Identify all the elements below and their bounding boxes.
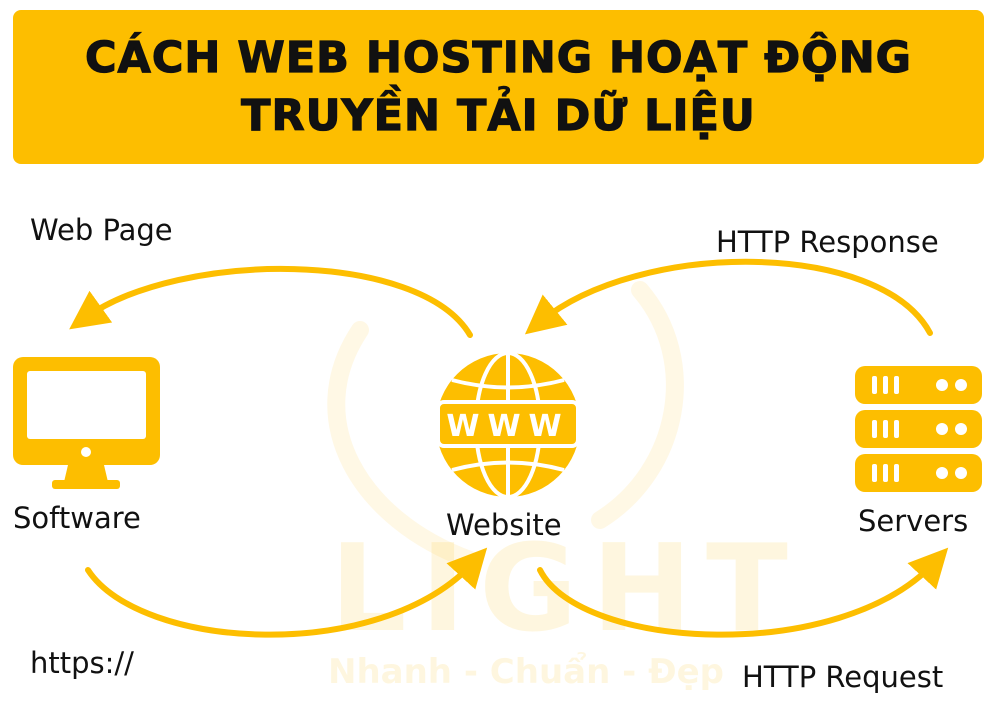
label-http-response: HTTP Response [716,225,939,259]
arrow-http-response [524,258,933,336]
title-line-2: TRUYỀN TẢI DỮ LIỆU [241,90,756,141]
label-website: Website [446,508,562,542]
arrow-http-request [537,547,949,638]
title-banner: CÁCH WEB HOSTING HOẠT ĐỘNG TRUYỀN TẢI DỮ… [13,10,984,164]
arrow-web-page [69,266,473,338]
label-software: Software [13,501,141,535]
label-servers: Servers [858,504,969,538]
globe-www-text: WWW [446,409,569,444]
server-unit-2 [855,410,982,448]
server-unit-3 [855,454,982,492]
globe-www-icon: WWW [436,351,580,499]
watermark-slogan: Nhanh - Chuẩn - Đẹp [328,652,724,692]
label-http-request: HTTP Request [742,660,944,694]
arrow-https [85,547,488,638]
server-stack-icon [855,366,982,492]
title-line-1: CÁCH WEB HOSTING HOẠT ĐỘNG [84,32,912,83]
monitor-icon [13,357,160,489]
watermark-swoosh [327,281,684,569]
server-unit-1 [855,366,982,404]
label-web-page: Web Page [30,213,173,247]
label-https: https:// [30,646,134,680]
